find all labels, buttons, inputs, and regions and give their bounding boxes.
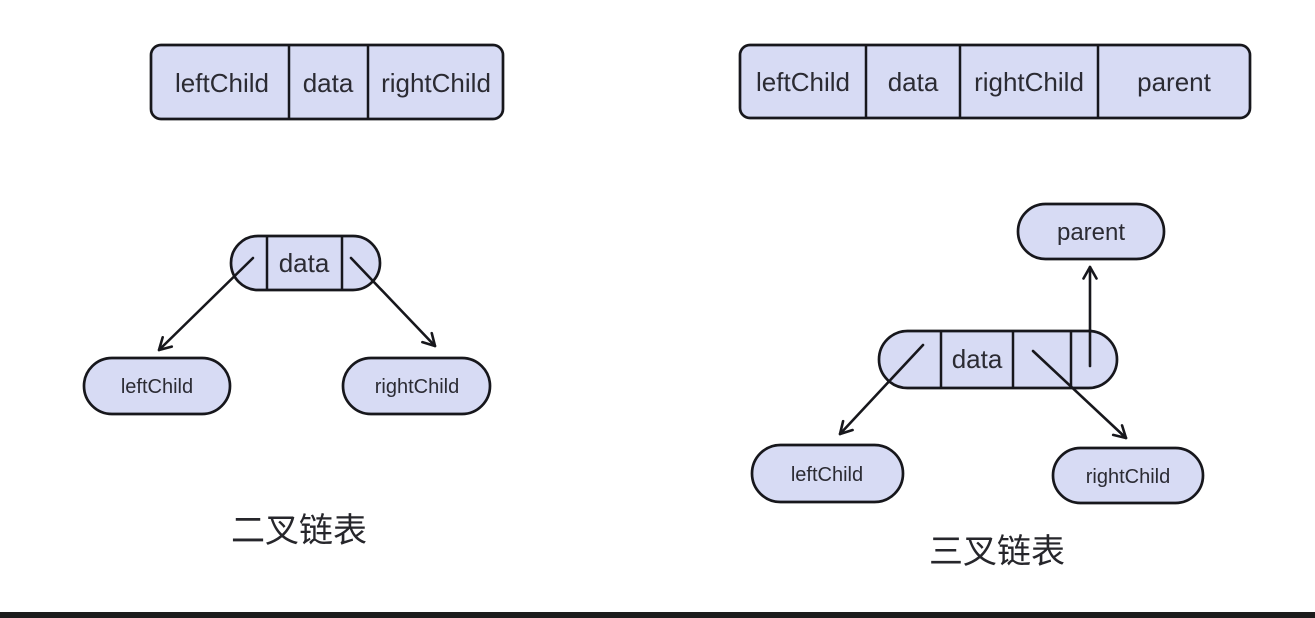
record-cell-label: leftChild bbox=[756, 67, 850, 97]
right-child-label: rightChild bbox=[375, 376, 459, 398]
ternary-parent-node: parent bbox=[1016, 202, 1166, 261]
ternary-tree-figure: parent data leftChild bbox=[750, 202, 1205, 571]
ternary-right-child-node: rightChild bbox=[1051, 446, 1205, 505]
binary-right-child-node: rightChild bbox=[341, 356, 492, 416]
binary-node-record: leftChild data rightChild bbox=[149, 43, 505, 121]
left-pointer-arrow bbox=[157, 256, 255, 352]
right-child-label: rightChild bbox=[1086, 466, 1170, 488]
right-child-pill bbox=[1051, 446, 1205, 505]
record-cell-label: parent bbox=[1137, 67, 1211, 97]
binary-record-box bbox=[149, 43, 505, 121]
ternary-left-child-node: leftChild bbox=[750, 443, 905, 504]
data-label: data bbox=[952, 344, 1003, 374]
right-pointer-arrow bbox=[349, 256, 437, 348]
data-label: data bbox=[279, 248, 330, 278]
left-child-label: leftChild bbox=[121, 376, 193, 398]
right-pointer-arrow bbox=[1031, 349, 1128, 440]
ternary-record-box bbox=[738, 43, 1252, 120]
binary-tree-figure: data leftChild rightChild 二叉链表 bbox=[82, 234, 492, 550]
record-cell-label: rightChild bbox=[381, 68, 491, 98]
record-cell-label: leftChild bbox=[175, 68, 269, 98]
record-cell-label: data bbox=[888, 67, 939, 97]
left-child-pill bbox=[750, 443, 905, 504]
ternary-data-node: data bbox=[877, 328, 1119, 390]
record-cell-label: rightChild bbox=[974, 67, 1084, 97]
parent-label: parent bbox=[1057, 219, 1125, 246]
binary-caption: 二叉链表 bbox=[231, 512, 367, 550]
binary-left-child-node: leftChild bbox=[82, 356, 232, 416]
ternary-node-record: leftChild data rightChild parent bbox=[738, 43, 1252, 120]
left-child-pill bbox=[82, 356, 232, 416]
bottom-divider-bar bbox=[0, 612, 1315, 618]
left-pointer-arrow bbox=[838, 343, 925, 436]
binary-data-node: data bbox=[229, 234, 382, 292]
ternary-caption: 三叉链表 bbox=[929, 533, 1065, 571]
left-child-label: leftChild bbox=[791, 464, 863, 486]
record-cell-label: data bbox=[303, 68, 354, 98]
right-child-pill bbox=[341, 356, 492, 416]
parent-pill bbox=[1016, 202, 1166, 261]
